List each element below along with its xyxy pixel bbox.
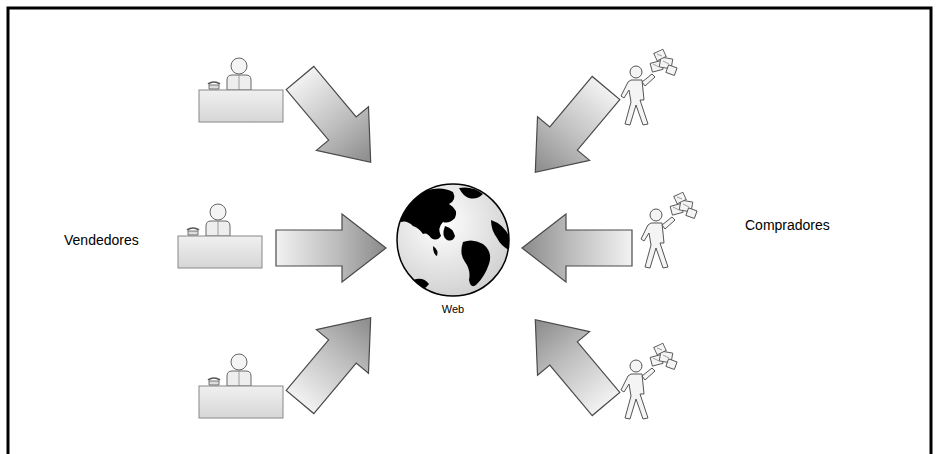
group-label: Compradores — [745, 217, 830, 233]
group-label: Vendedores — [64, 232, 139, 248]
flow-arrow — [274, 56, 397, 184]
seller-icon — [199, 354, 283, 418]
flow-arrow — [509, 298, 632, 426]
flow-arrow — [276, 214, 386, 282]
buyer-icon — [641, 192, 697, 268]
node-label: Web — [393, 303, 513, 315]
buyer-icon — [621, 343, 677, 419]
flow-arrow — [522, 214, 632, 282]
flow-arrow — [274, 296, 397, 424]
frame-border — [8, 8, 931, 454]
seller-icon — [199, 58, 283, 122]
seller-icon — [178, 204, 262, 268]
globe-icon — [393, 180, 513, 300]
buyer-icon — [621, 49, 677, 125]
flow-arrow — [509, 66, 632, 194]
web-node: Web — [393, 180, 513, 317]
